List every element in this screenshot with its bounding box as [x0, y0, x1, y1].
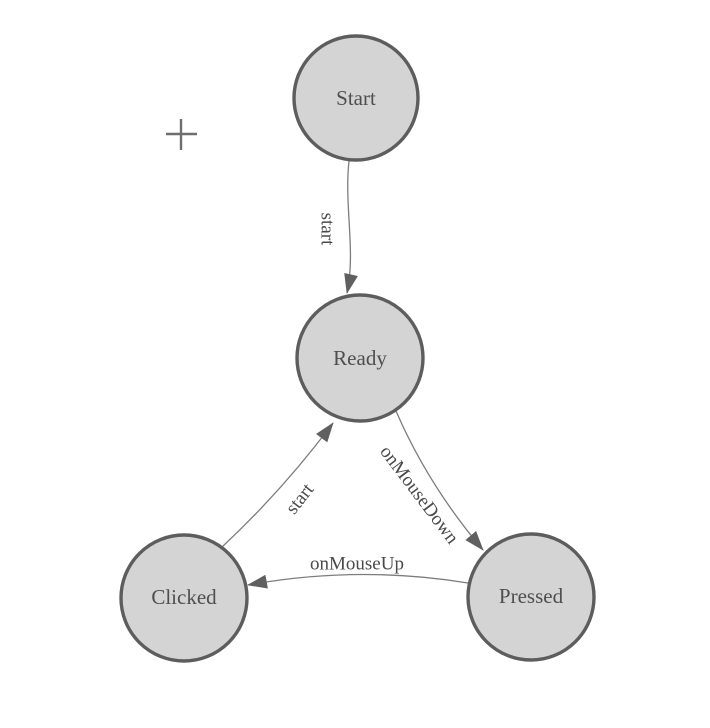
transition-path-ready-pressed[interactable]: [395, 410, 484, 551]
transition-path-clicked-ready[interactable]: [221, 422, 334, 548]
node-clicked-label: Clicked: [151, 585, 217, 609]
transition-path-start-ready[interactable]: [344, 160, 358, 294]
node-start-circle[interactable]: [292, 34, 420, 162]
node-ready[interactable]: Ready: [295, 293, 425, 423]
node-pressed-label: Pressed: [499, 584, 564, 608]
node-start-label: Start: [336, 86, 376, 110]
edge-label-onmouseup: onMouseUp: [310, 554, 404, 575]
edge-pressed-to-clicked[interactable]: onMouseUp: [247, 554, 469, 589]
node-start[interactable]: Start: [292, 34, 420, 162]
edge-label-start-1: start: [317, 213, 338, 246]
node-pressed[interactable]: Pressed: [466, 532, 596, 662]
node-clicked[interactable]: Clicked: [119, 533, 249, 663]
edge-start-to-ready[interactable]: start: [317, 160, 358, 294]
crosshair-cursor-icon: [166, 119, 197, 150]
edge-clicked-to-ready[interactable]: start: [221, 422, 334, 548]
node-pressed-circle[interactable]: [466, 532, 596, 662]
node-ready-label: Ready: [333, 346, 387, 370]
transition-path-pressed-clicked[interactable]: [247, 573, 469, 589]
node-ready-circle[interactable]: [295, 293, 425, 423]
edge-ready-to-pressed[interactable]: onMouseDown: [375, 410, 484, 551]
node-clicked-circle[interactable]: [119, 533, 249, 663]
edge-label-start-2: start: [282, 479, 319, 518]
